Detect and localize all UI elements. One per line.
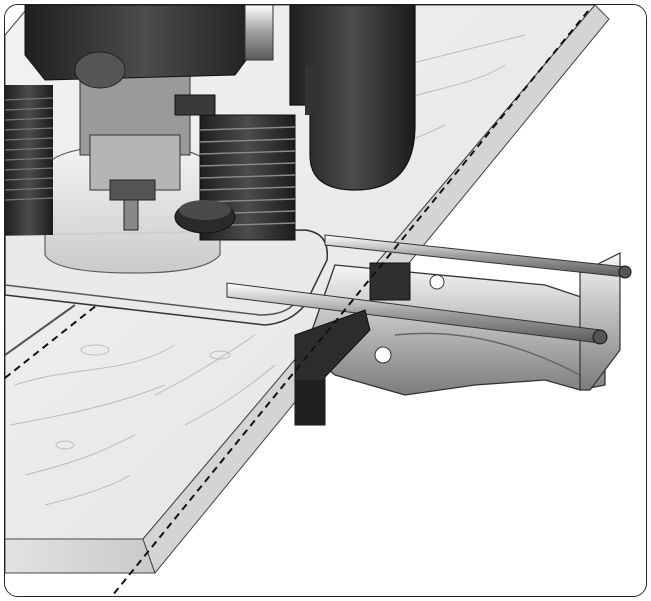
image-frame xyxy=(4,4,647,597)
router-top-body xyxy=(24,5,266,81)
router-edge-guide-illustration xyxy=(5,5,646,596)
router-plunge-rod xyxy=(244,5,274,61)
router-arm xyxy=(174,94,216,116)
router-collet xyxy=(109,179,156,201)
elbow-joint xyxy=(305,65,315,115)
bracket-hole-upper xyxy=(429,274,445,290)
bracket-curve xyxy=(394,332,581,376)
wood-board-end xyxy=(5,538,156,574)
knob-top xyxy=(179,200,231,220)
left-column-threads xyxy=(5,97,54,201)
router-knob xyxy=(74,51,126,89)
fence-block-upper xyxy=(369,262,411,301)
fence-face xyxy=(295,380,325,425)
rod-end-cap-lower xyxy=(592,329,608,345)
bracket-end-plate xyxy=(579,252,621,391)
cut-line-dashed xyxy=(111,10,589,596)
router-bit xyxy=(123,199,139,231)
board-groove xyxy=(5,304,76,356)
wood-grain xyxy=(9,34,526,506)
rod-end-cap-upper xyxy=(618,265,632,279)
cut-line-dashed-left xyxy=(5,304,98,379)
dust-extraction-elbow xyxy=(289,5,416,191)
bracket-hole-lower xyxy=(374,346,392,364)
